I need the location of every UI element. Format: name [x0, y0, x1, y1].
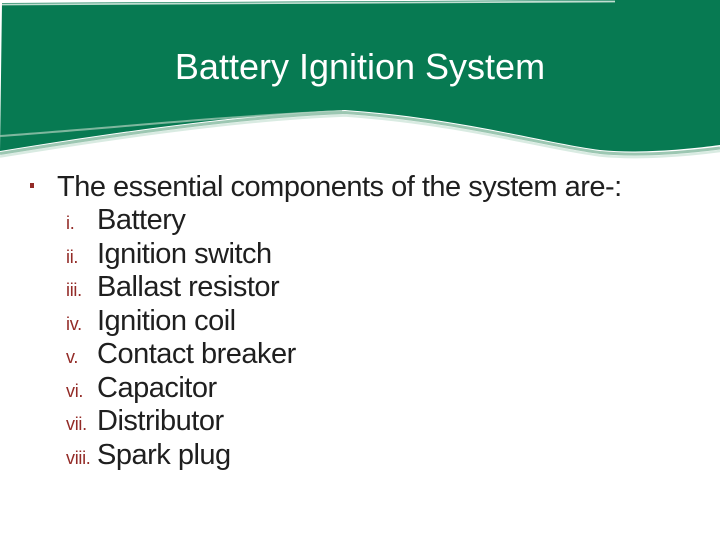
banner-wave-shape [0, 0, 720, 152]
list-item: viii. Spark plug [66, 439, 690, 473]
list-item-label: Capacitor [97, 371, 217, 404]
banner-underglow-outer-curve [0, 114, 720, 159]
list-item-numeral: vi. [66, 380, 84, 401]
list-item-label: Battery [97, 204, 186, 236]
list-item-numeral: iv. [66, 313, 82, 334]
intro-line: The essential components of the system a… [30, 170, 690, 204]
header-banner [0, 0, 720, 159]
list-item: v. Contact breaker [66, 338, 690, 372]
list-item-label: Ballast resistor [97, 271, 280, 303]
list-item: vi. Capacitor [66, 372, 690, 406]
slide-title: Battery Ignition System [174, 46, 546, 87]
list-item-label: Ignition coil [97, 304, 236, 337]
list-item: iv. Ignition coil [66, 305, 690, 339]
bullet-marker [30, 183, 34, 188]
list-item: i. Battery [66, 204, 690, 238]
list-item-numeral: viii. [66, 447, 91, 468]
list-item-numeral: iii. [66, 280, 82, 300]
content-list: The essential components of the system a… [30, 170, 690, 472]
list-item-numeral: ii. [66, 246, 79, 267]
list-item-numeral: vii. [66, 414, 87, 434]
list-item-numeral: v. [66, 347, 79, 367]
list-item: iii. Ballast resistor [66, 271, 690, 305]
list-item-label: Spark plug [97, 438, 231, 471]
list-item-numeral: i. [66, 213, 75, 233]
intro-text: The essential components of the system a… [57, 171, 622, 203]
list-item-label: Contact breaker [97, 338, 296, 370]
list-item: ii. Ignition switch [66, 238, 690, 272]
banner-top-hairline [1, 0, 616, 6]
list-item: vii. Distributor [66, 405, 690, 439]
banner-underglow-curve [0, 110, 720, 156]
list-item-label: Distributor [97, 405, 224, 437]
banner-inner-highlight-curve [0, 110, 343, 137]
list-item-label: Ignition switch [97, 237, 272, 270]
